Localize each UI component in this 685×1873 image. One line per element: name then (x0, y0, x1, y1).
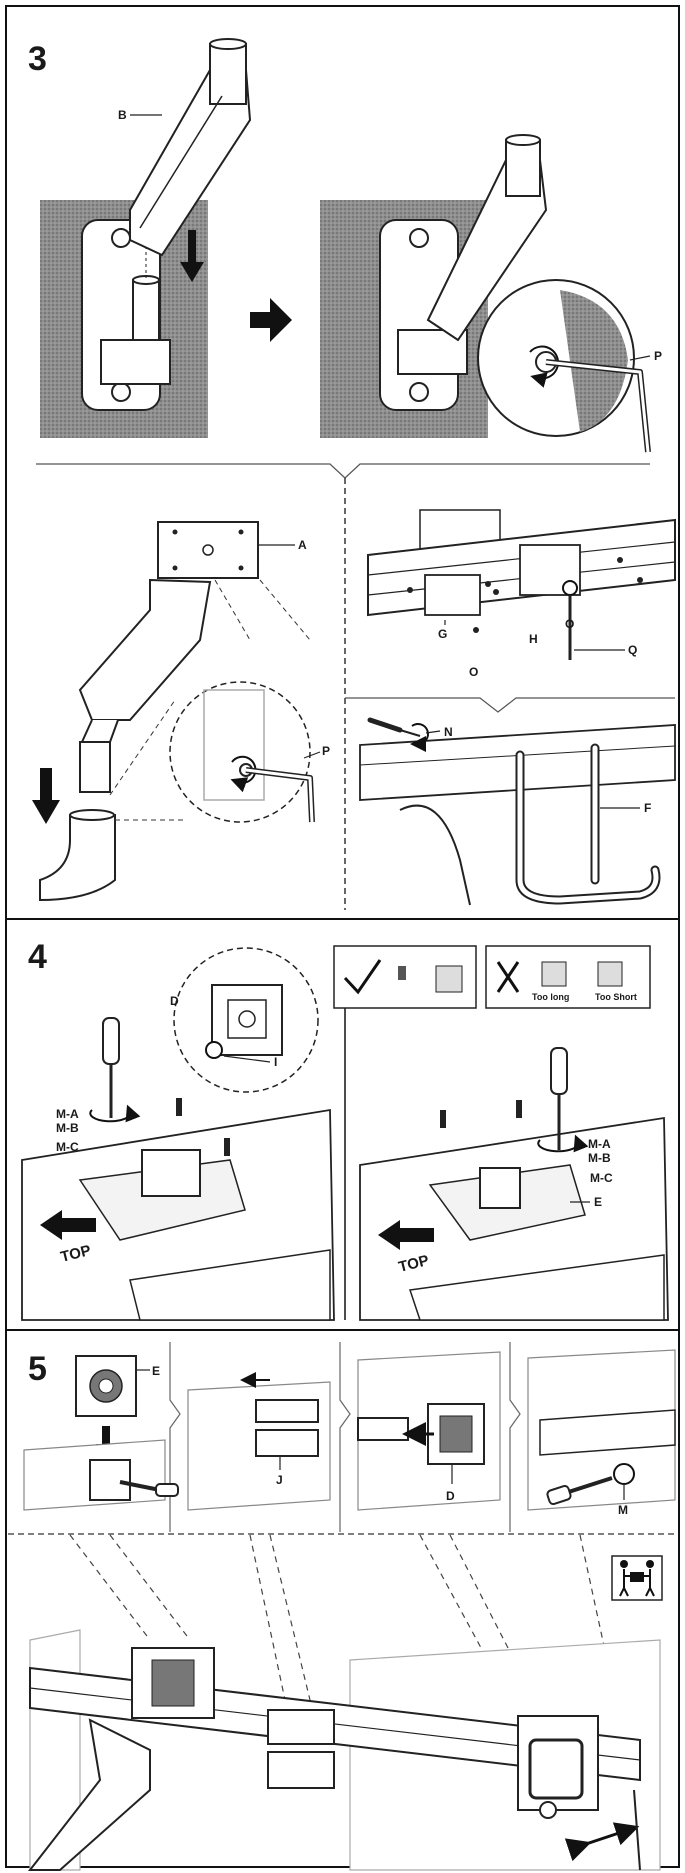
down-arrow-2 (32, 768, 60, 824)
step-4-monitor-right: M-A M-B M-C E TOP (359, 1047, 669, 1321)
label-i: I (274, 1055, 277, 1069)
top-label-left: TOP (59, 1242, 93, 1266)
pole-post (132, 279, 160, 341)
label-f: F (644, 801, 651, 815)
label-mb: M-B (56, 1121, 79, 1135)
label-e: E (594, 1195, 602, 1209)
vesa-plate-a (157, 521, 259, 579)
cross-mark-icon (496, 961, 520, 993)
incorrect-screw-box (485, 945, 651, 1009)
label-o-2: O (565, 617, 574, 631)
screwdriver (367, 717, 403, 733)
label-j: J (276, 1473, 283, 1487)
step-3-cable-hook-detail: F N (359, 717, 676, 906)
next-step-arrow (250, 298, 292, 342)
cable-cover-upper (267, 1709, 335, 1745)
step-5-panel-1: E (23, 1355, 179, 1511)
label-e-2: E (152, 1364, 160, 1378)
step-5-panel-2: J (187, 1372, 331, 1511)
label-m: M (618, 1503, 628, 1517)
step-3-arm-assembly: A P (32, 521, 330, 902)
label-mc-2: M-C (590, 1171, 613, 1185)
label-d: D (170, 994, 179, 1008)
label-ma-2: M-A (588, 1137, 611, 1151)
label-n: N (444, 725, 453, 739)
too-short-text: Too Short (595, 992, 637, 1002)
step-4-monitor-left: M-A M-B M-C TOP (21, 1017, 335, 1321)
step-3-crossbar-detail: Q G H O O (367, 509, 676, 679)
step-5-panel-3: D (357, 1351, 501, 1511)
label-a: A (298, 538, 307, 552)
step-3-number: 3 (28, 40, 47, 78)
step-4-section: 4 I D Too long Too Short (21, 938, 669, 1321)
top-label-right: TOP (397, 1252, 431, 1276)
two-person-lift-icon (611, 1555, 663, 1601)
step-5-rail-assembly (27, 1629, 661, 1871)
step-5-section: 5 E J (8, 1342, 677, 1871)
cable-cover-lower (267, 1751, 335, 1789)
top-arrow-right (378, 1220, 434, 1250)
magnifier-detail-2 (169, 681, 311, 823)
arm-post (79, 741, 111, 793)
cable-cover-j (255, 1399, 319, 1423)
page-frame (5, 5, 680, 1868)
step-3-section: 3 B (28, 38, 676, 910)
step-5-number: 5 (28, 1350, 47, 1388)
label-g: G (438, 627, 447, 641)
label-mb-2: M-B (588, 1151, 611, 1165)
check-mark-icon (343, 959, 382, 995)
too-long-text: Too long (532, 992, 569, 1002)
gas-spring-arm (78, 578, 212, 721)
label-p: P (654, 349, 662, 363)
sub-divider (36, 463, 650, 479)
step-3-wall-mount-right: P (320, 134, 662, 453)
pole-clamp (100, 339, 171, 385)
step-3-wall-mount-left: B (40, 38, 252, 438)
step-5-panel-4: M (527, 1349, 676, 1517)
label-p-2: P (322, 744, 330, 758)
label-mc: M-C (56, 1140, 79, 1154)
slide-arrow (564, 1822, 640, 1862)
step-4-number: 4 (28, 938, 47, 976)
base-pole (39, 814, 116, 902)
label-q: Q (628, 643, 637, 657)
label-ma: M-A (56, 1107, 79, 1121)
label-h: H (529, 632, 538, 646)
label-b: B (118, 108, 127, 122)
top-arrow-left (40, 1210, 96, 1240)
down-arrow (180, 230, 204, 282)
installed-arm (426, 159, 548, 342)
label-d-2: D (446, 1489, 455, 1503)
label-o: O (469, 665, 478, 679)
